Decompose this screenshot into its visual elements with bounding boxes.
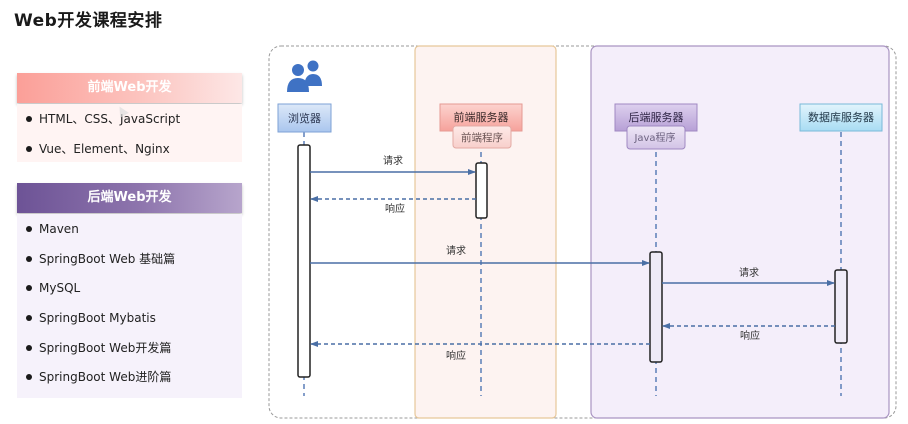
list-item: Maven — [17, 214, 242, 244]
db-server-actor: 数据库服务器 — [799, 103, 883, 132]
bullet-icon — [26, 374, 32, 381]
response-label-3: 响应 — [740, 329, 760, 342]
list-item: Vue、Element、Nginx — [17, 134, 242, 164]
frontend-program-label: 前端程序 — [461, 131, 503, 144]
request-label-1: 请求 — [383, 154, 403, 167]
frontend-server-actor: 前端服务器 前端程序 — [439, 103, 523, 149]
frontend-server-label: 前端服务器 — [454, 110, 509, 124]
request-label-3: 请求 — [739, 266, 759, 279]
response-label-1: 响应 — [385, 202, 405, 215]
outer-container — [268, 45, 897, 419]
bullet-icon — [26, 255, 32, 262]
backend-server-actor: 后端服务器 Java程序 — [614, 103, 698, 150]
bullet-icon — [26, 344, 32, 351]
list-item: SpringBoot Web开发篇 — [17, 333, 242, 363]
backend-zone — [590, 45, 890, 419]
frontend-section-header: 前端Web开发 — [17, 73, 242, 103]
bullet-icon — [26, 116, 32, 122]
list-item: HTML、CSS、JavaScript — [17, 104, 242, 134]
browser-label: 浏览器 — [288, 111, 321, 125]
backend-section-header: 后端Web开发 — [17, 183, 242, 213]
browser-actor: 浏览器 — [277, 103, 332, 133]
db-activation — [834, 269, 848, 344]
bullet-icon — [26, 145, 32, 152]
backend-program-label: Java程序 — [633, 131, 675, 144]
frontend-zone — [414, 45, 557, 419]
page-title: Web开发课程安排 — [14, 11, 163, 31]
bullet-icon — [26, 285, 32, 292]
list-item: SpringBoot Web进阶篇 — [17, 362, 242, 392]
frontend-course-list: HTML、CSS、JavaScript Vue、Element、Nginx — [17, 104, 242, 162]
backend-course-list: Maven SpringBoot Web 基础篇 MySQL SpringBoo… — [17, 214, 242, 398]
browser-activation — [297, 144, 311, 378]
list-item: MySQL — [17, 273, 242, 303]
list-item: SpringBoot Web 基础篇 — [17, 244, 242, 274]
request-label-2: 请求 — [446, 244, 466, 257]
users-icon — [287, 60, 322, 92]
list-item: SpringBoot Mybatis — [17, 303, 242, 333]
bullet-icon — [26, 226, 32, 232]
frontend-activation — [475, 162, 488, 219]
backend-activation — [649, 251, 663, 363]
backend-server-label: 后端服务器 — [629, 111, 684, 124]
db-server-label: 数据库服务器 — [808, 110, 874, 124]
bullet-icon — [26, 315, 32, 322]
response-label-2: 响应 — [446, 349, 466, 362]
